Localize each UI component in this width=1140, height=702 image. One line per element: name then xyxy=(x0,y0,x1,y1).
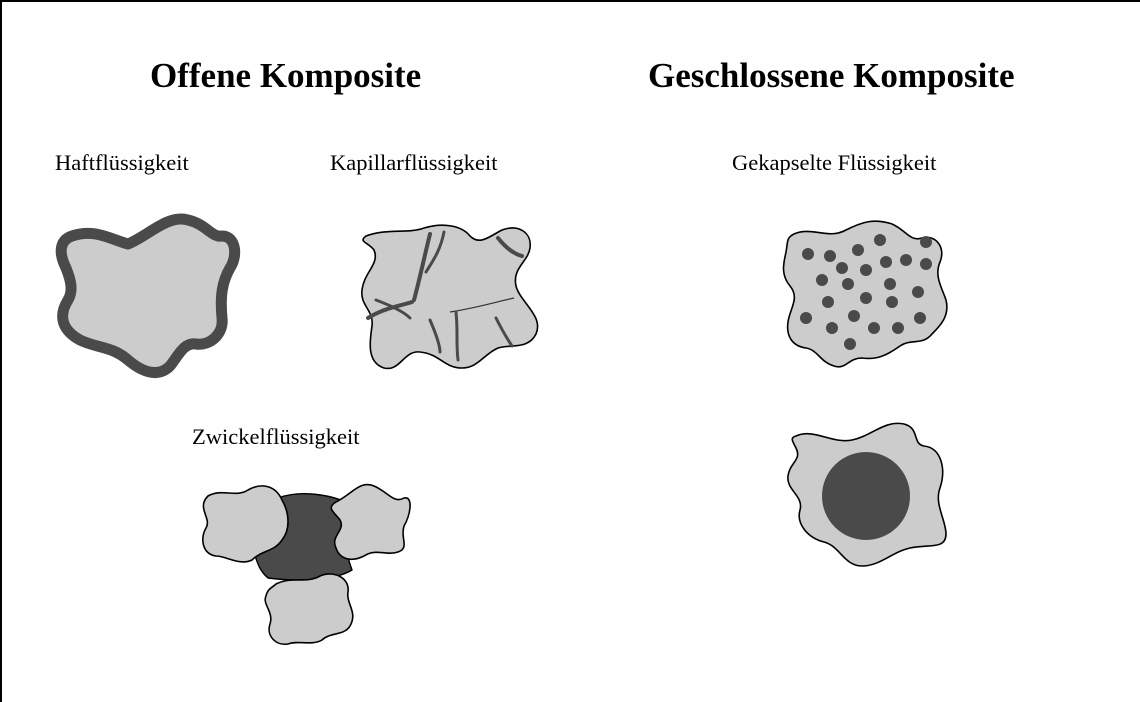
encapsulated-large-inclusion xyxy=(822,452,910,540)
encapsulated-single-inclusion-particle xyxy=(788,423,946,566)
encapsulated-droplets-particle xyxy=(784,221,947,367)
adhesive-liquid-particle xyxy=(61,219,234,373)
capillary-liquid-particle xyxy=(362,225,538,368)
wedge-liquid-particles xyxy=(203,485,410,645)
